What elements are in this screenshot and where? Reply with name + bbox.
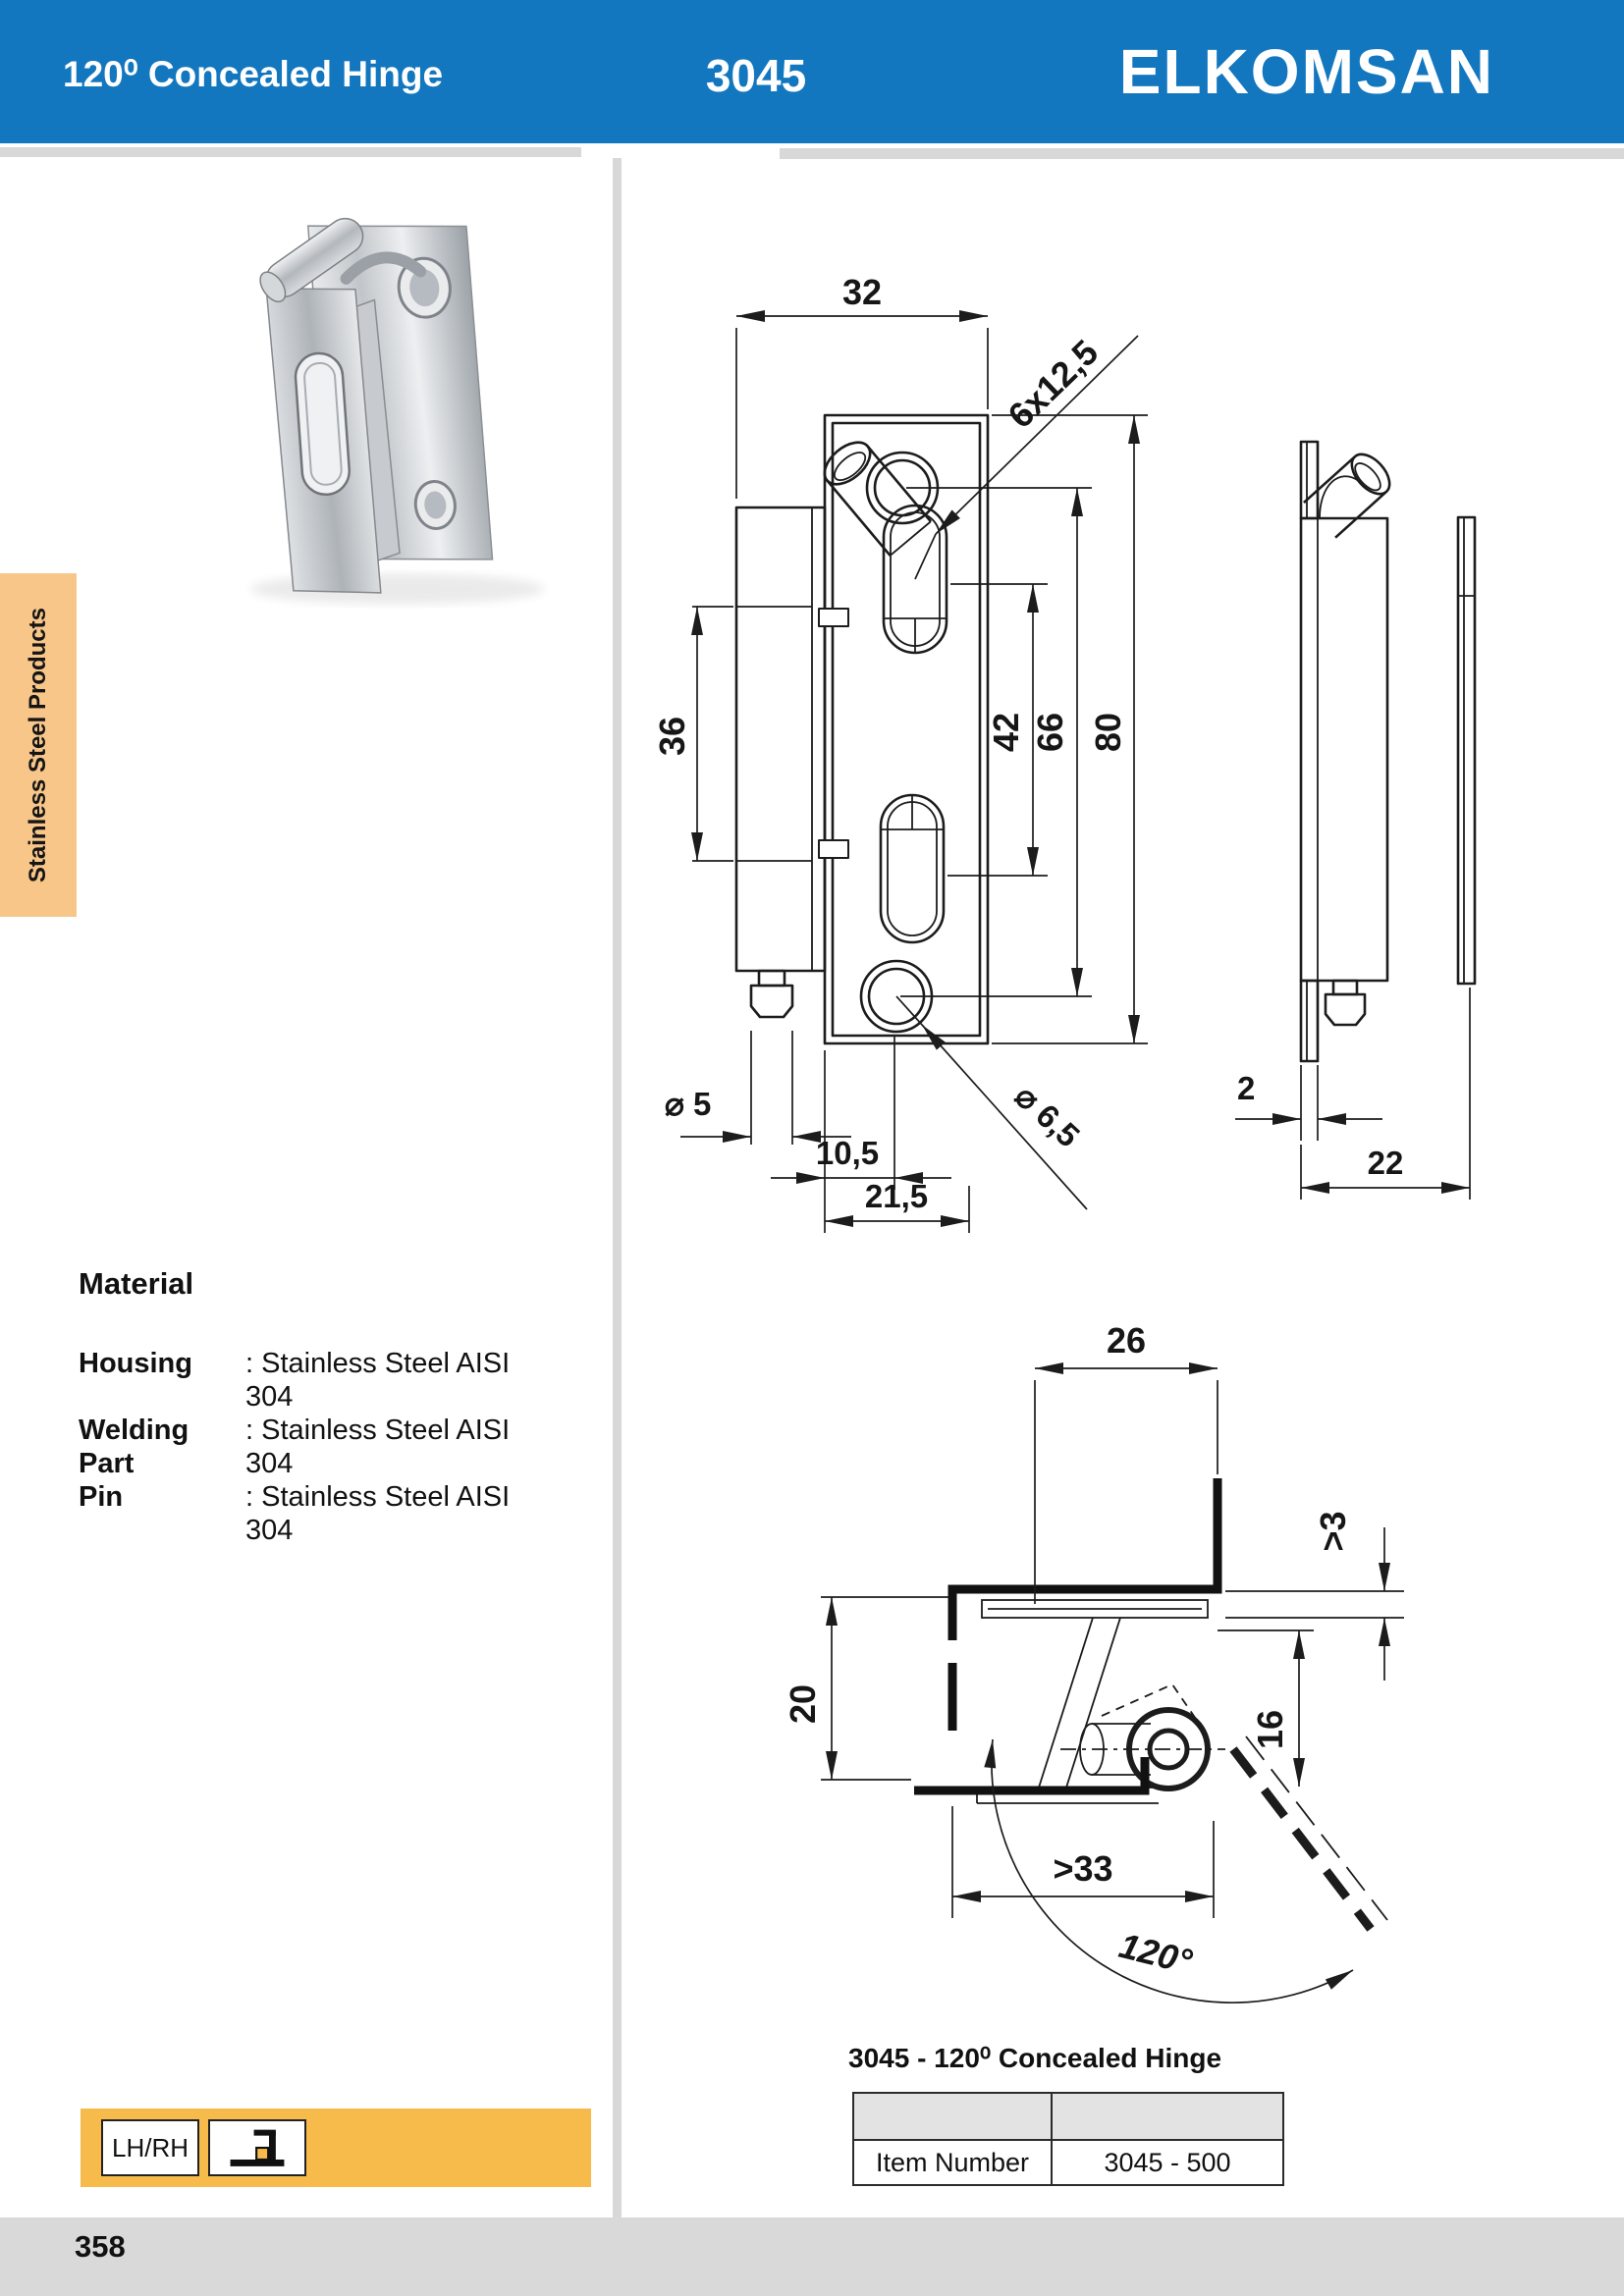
page-number: 358 — [75, 2229, 126, 2264]
dim-weld-height: 36 — [652, 717, 692, 756]
table-caption: 3045 - 120⁰ Concealed Hinge — [848, 2043, 1222, 2073]
item-table: Item Number 3045 - 500 — [852, 2092, 1284, 2186]
table-row: Item Number 3045 - 500 — [852, 2139, 1284, 2186]
front-view-drawing: 32 6x12,5 36 42 66 80 ⌀ 5 10,5 21,5 ⌀ 6,… — [652, 272, 1148, 1233]
page-title: 120⁰ Concealed Hinge — [63, 54, 444, 94]
sidebar-category-tab: Stainless Steel Products — [0, 573, 77, 917]
brand-logo: ELKOMSAN — [1118, 36, 1494, 107]
overlay-door-icon — [230, 2129, 285, 2166]
model-number: 3045 — [705, 50, 807, 101]
material-label: Welding Part — [79, 1415, 189, 1479]
material-value: : Stainless Steel AISI 304 — [245, 1415, 511, 1479]
material-value: : Stainless Steel AISI 304 — [245, 1481, 511, 1546]
dim-frame-return: 20 — [783, 1684, 823, 1724]
table-header-row — [852, 2092, 1284, 2141]
item-number-label: Item Number — [852, 2139, 1053, 2186]
dim-overall-width: 32 — [842, 272, 882, 312]
dim-pin-diameter: ⌀ 5 — [665, 1086, 711, 1122]
mounting-badge — [208, 2119, 306, 2176]
dim-min-gap: >3 — [1313, 1511, 1353, 1551]
dim-pin-height: 16 — [1250, 1710, 1290, 1749]
item-number-value: 3045 - 500 — [1051, 2139, 1284, 2186]
handing-badge: LH/RH — [101, 2119, 199, 2176]
dim-overall-height: 80 — [1088, 713, 1128, 752]
dim-hole-diameter: ⌀ 6,5 — [1008, 1078, 1087, 1154]
material-row-housing: Housing : Stainless Steel AISI 304 — [79, 1347, 550, 1414]
category-tab-label: Stainless Steel Products — [25, 607, 51, 883]
table-header-cell — [1051, 2092, 1284, 2141]
dim-slot-spacing: 42 — [986, 713, 1026, 752]
column-divider — [613, 158, 622, 2217]
dim-hole-offset: 10,5 — [816, 1135, 879, 1171]
material-value: : Stainless Steel AISI 304 — [245, 1348, 511, 1413]
material-section: Material Housing : Stainless Steel AISI … — [79, 1266, 550, 1547]
material-row-welding-part: Welding Part : Stainless Steel AISI 304 — [79, 1414, 550, 1480]
header: 120⁰ Concealed Hinge 3045 ELKOMSAN — [0, 0, 1624, 143]
dim-plate-thickness: 2 — [1237, 1070, 1255, 1106]
footer: 358 — [0, 2217, 1624, 2296]
dim-min-door-return: >33 — [1053, 1848, 1112, 1889]
dim-hole-edge-distance: 21,5 — [865, 1178, 928, 1214]
dim-door-return: 26 — [1107, 1320, 1146, 1361]
dim-hole-spacing: 66 — [1030, 713, 1070, 752]
header-rule-right — [780, 148, 1624, 159]
side-view-drawing: 2 22 — [1235, 440, 1477, 1200]
section-view-drawing: 26 >3 20 16 >33 120° — [783, 1320, 1404, 2004]
material-row-pin: Pin : Stainless Steel AISI 304 — [79, 1480, 550, 1547]
material-label: Housing — [79, 1348, 192, 1379]
dim-depth: 22 — [1368, 1145, 1404, 1181]
feature-badge-bar: LH/RH — [81, 2109, 591, 2187]
table-header-cell — [852, 2092, 1053, 2141]
header-rule-left — [0, 147, 581, 157]
dim-opening-angle: 120° — [1115, 1925, 1197, 1982]
handing-badge-label: LH/RH — [111, 2132, 189, 2163]
product-photo — [250, 217, 545, 605]
material-heading: Material — [79, 1266, 194, 1301]
material-label: Pin — [79, 1481, 124, 1513]
